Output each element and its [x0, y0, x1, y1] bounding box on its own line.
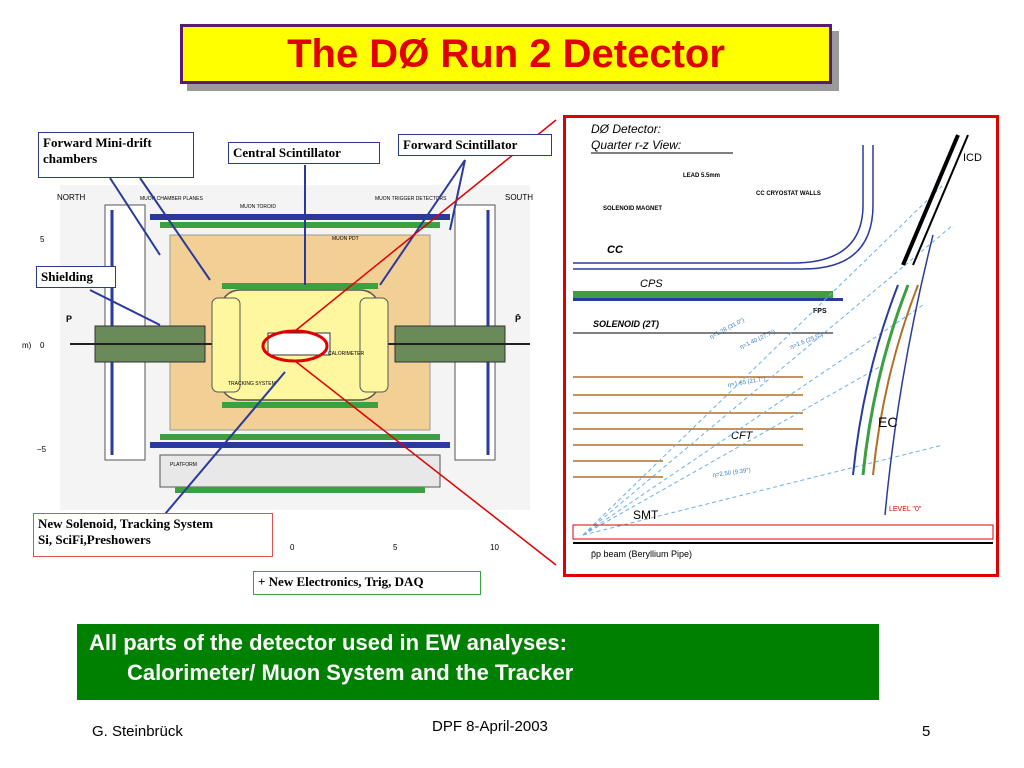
scint-top	[160, 222, 440, 228]
central-scint-top	[222, 283, 378, 289]
callout-new-solenoid-line2: Si, SciFi,Preshowers	[38, 532, 151, 547]
y-tick-0: 0	[40, 341, 45, 350]
icd-wedge-2	[912, 134, 969, 266]
solenoid-layer	[573, 298, 843, 301]
calorimeter-label: CALORIMETER	[328, 351, 365, 357]
x-tick-0: 0	[290, 543, 295, 552]
callout-new-electronics: + New Electronics, Trig, DAQ	[253, 571, 481, 595]
arrow-solenoid	[159, 371, 286, 521]
cc-label: CC	[607, 244, 624, 256]
tracking-label: TRACKING SYSTEM	[228, 381, 276, 387]
cc-cryostat-label: CC CRYOSTAT WALLS	[756, 191, 821, 197]
p-right-label: P̄	[515, 314, 521, 324]
ec-wall-2	[861, 284, 910, 476]
muon-bottom-plane	[150, 442, 450, 448]
connector-bottom	[294, 360, 557, 566]
eta-label-5: η=2.50 (9.39°)	[712, 468, 751, 479]
arrow-fwd-scint-1	[379, 159, 466, 286]
callout-forward-scintillator-text: Forward Scintillator	[403, 137, 518, 152]
ec-outer	[884, 234, 934, 516]
callout-central-scintillator: Central Scintillator	[228, 142, 380, 164]
callout-central-scintillator-text: Central Scintillator	[233, 145, 341, 160]
summary-line2: Calorimeter/ Muon System and the Tracker	[127, 660, 574, 685]
p-left-label: P	[66, 314, 72, 324]
inset-title-line2: Quarter r-z View:	[591, 138, 681, 152]
title-box: The DØ Run 2 Detector	[180, 24, 832, 84]
cps-label: CPS	[640, 278, 663, 290]
cryostat-wall-2	[573, 145, 874, 270]
smt-region	[572, 524, 994, 540]
callout-shielding: Shielding	[36, 266, 116, 288]
summary-line1: All parts of the detector used in EW ana…	[89, 630, 567, 655]
callout-new-solenoid: New Solenoid, Tracking System Si, SciFi,…	[33, 513, 273, 557]
eta-line-4	[582, 364, 884, 536]
callout-forward-mini-drift-text: Forward Mini-drift chambers	[43, 135, 152, 166]
ec-wall-3	[872, 284, 919, 476]
y-unit: m)	[22, 341, 32, 350]
solenoid-magnet-label: SOLENOID MAGNET	[603, 206, 662, 212]
arrow-mdt-1	[109, 177, 161, 256]
callout-shielding-text: Shielding	[41, 269, 94, 284]
inset-frame	[563, 115, 999, 577]
muon-pdt-label: MUON PDT	[332, 236, 359, 242]
footer-page-number: 5	[922, 723, 931, 740]
footer-author: G. Steinbrück	[92, 723, 183, 740]
callout-forward-mini-drift: Forward Mini-drift chambers	[38, 132, 194, 178]
ec-wall-1	[852, 284, 899, 476]
callout-forward-scintillator: Forward Scintillator	[398, 134, 552, 156]
endcap-left	[211, 297, 241, 393]
quarter-view-inset: DØ Detector: Quarter r-z View: ICD LEAD …	[563, 115, 999, 577]
cps-layer	[573, 291, 833, 298]
muon-top-plane	[150, 214, 450, 220]
footer-event: DPF 8-April-2003	[432, 718, 548, 735]
muon-toroid-label: MUON TOROID	[240, 204, 276, 210]
scint-bottom	[160, 434, 440, 440]
cft-label: CFT	[731, 430, 754, 442]
callout-new-electronics-text: + New Electronics, Trig, DAQ	[258, 574, 424, 589]
icd-label: ICD	[963, 152, 982, 164]
north-label: NORTH	[57, 193, 86, 202]
muon-trigger-label: MUON TRIGGER DETECTORS	[375, 196, 447, 202]
level0-label: LEVEL "0"	[889, 506, 922, 513]
cryostat-wall-1	[573, 145, 864, 264]
y-tick-neg5: −5	[37, 445, 47, 454]
x-tick-10: 10	[490, 543, 499, 552]
south-label: SOUTH	[505, 193, 533, 202]
solenoid-2t-label: SOLENOID (2T)	[593, 319, 659, 329]
x-tick-5: 5	[393, 543, 398, 552]
eta-line-3	[582, 304, 924, 536]
y-tick-5: 5	[40, 235, 45, 244]
lead-label: LEAD 5.5mm	[683, 173, 720, 179]
icd-wedge-1	[901, 134, 960, 266]
ec-label: EC	[878, 414, 897, 430]
beam-label: p̄p beam (Beryllium Pipe)	[591, 549, 692, 559]
arrow-shielding	[89, 289, 161, 326]
callout-new-solenoid-line1: New Solenoid, Tracking System	[38, 516, 214, 531]
central-scint-bottom	[222, 402, 378, 408]
muon-planes-label: MUON CHAMBER PLANES	[140, 196, 203, 202]
smt-label: SMT	[633, 508, 659, 522]
arrow-mdt-2	[139, 177, 211, 281]
endcap-right	[359, 297, 389, 393]
eta-line-5	[582, 444, 944, 536]
eta-line-2	[582, 224, 954, 536]
fps-label: FPS	[813, 308, 827, 315]
slide-title: The DØ Run 2 Detector	[287, 31, 725, 76]
arrow-fwd-scint-2	[449, 159, 466, 231]
platform-scint	[175, 487, 425, 493]
inset-title-line1: DØ Detector:	[591, 122, 661, 136]
platform	[159, 454, 441, 488]
tracker	[267, 332, 331, 356]
summary-box: All parts of the detector used in EW ana…	[77, 624, 879, 700]
platform-label: PLATFORM	[170, 462, 197, 468]
